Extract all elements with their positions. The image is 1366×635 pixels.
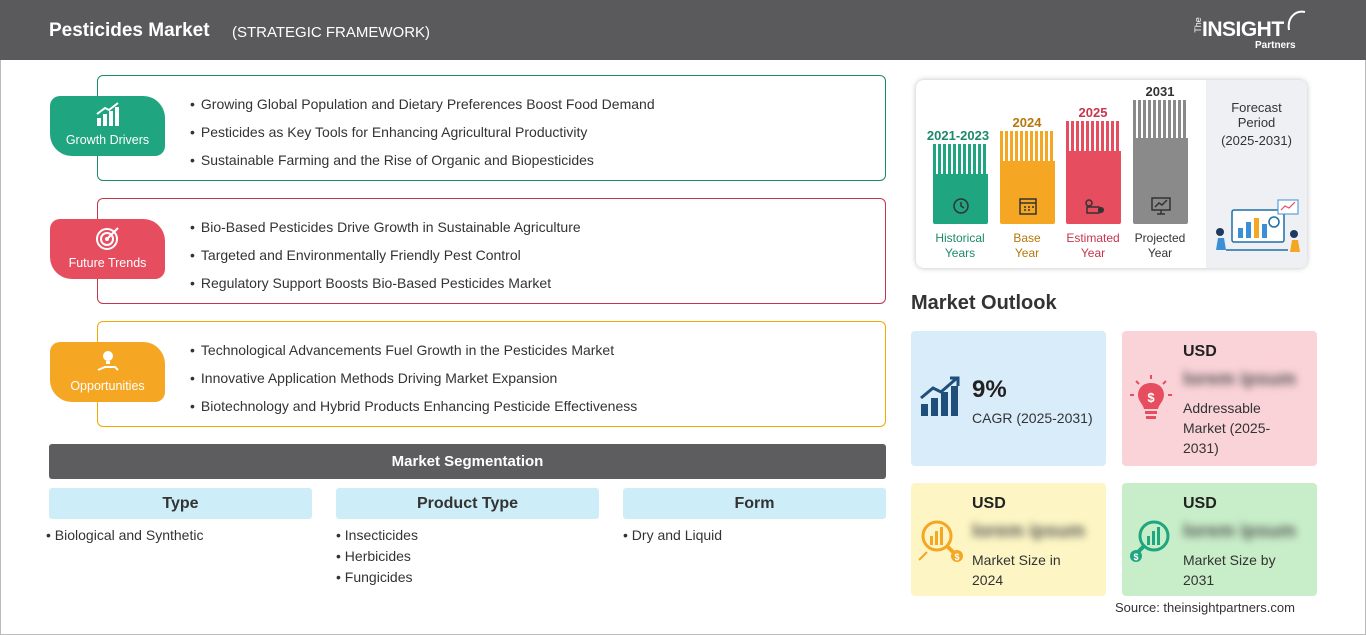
list-item: Targeted and Environmentally Friendly Pe…	[190, 247, 581, 275]
history-icon	[953, 198, 969, 214]
addressable-label: Addressable Market (2025-2031)	[1183, 400, 1271, 456]
list-item: Fungicides	[336, 569, 599, 590]
list-item: Bio-Based Pesticides Drive Growth in Sus…	[190, 219, 581, 247]
forecast-title: Forecast Period (2025-2031)	[1221, 100, 1292, 148]
growth-chart-icon	[920, 376, 960, 416]
projected-bar	[1133, 100, 1188, 224]
currency-label: USD	[1183, 495, 1217, 512]
page-title: Pesticides Market	[49, 20, 210, 41]
insight-partners-logo: The INSIGHT Partners	[1190, 8, 1310, 54]
svg-text:$: $	[1133, 552, 1138, 562]
target-icon	[96, 227, 119, 250]
segment-header: Product Type	[336, 488, 599, 519]
list-item: Dry and Liquid	[623, 527, 886, 548]
list-item: Pesticides as Key Tools for Enhancing Ag…	[190, 124, 655, 152]
growth-drivers-badge: Growth Drivers	[50, 96, 165, 156]
market-size-2024-label: Market Size in 2024	[972, 552, 1061, 588]
calendar-icon	[1019, 198, 1037, 215]
analytics-team-icon	[1216, 199, 1300, 252]
hidden-value: lorem ipsum	[1183, 369, 1296, 390]
estimated-bar	[1066, 121, 1121, 224]
forecast-period-panel: Forecast Period (2025-2031)	[1206, 80, 1307, 268]
badge-label: Growth Drivers	[65, 133, 150, 147]
svg-text:$: $	[1147, 390, 1155, 405]
source-credit: Source: theinsightpartners.com	[1115, 600, 1295, 615]
market-size-2031-card: $ USD lorem ipsum Market Size by 2031	[1122, 483, 1317, 596]
presentation-icon	[1151, 197, 1171, 215]
year-label: 2024	[1012, 115, 1042, 130]
hidden-value: lorem ipsum	[1183, 521, 1296, 542]
list-item: Sustainable Farming and the Rise of Orga…	[190, 152, 655, 180]
opportunities-badge: Opportunities	[50, 342, 165, 402]
list-item: Biotechnology and Hybrid Products Enhanc…	[190, 398, 637, 426]
badge-label: Opportunities	[70, 379, 145, 393]
future-trends-badge: Future Trends	[50, 219, 165, 279]
base-bar	[1000, 131, 1055, 224]
future-trends-box: Bio-Based Pesticides Drive Growth in Sus…	[97, 198, 886, 304]
estimate-icon	[1085, 199, 1104, 214]
list-item: Regulatory Support Boosts Bio-Based Pest…	[190, 275, 581, 303]
hidden-value: lorem ipsum	[972, 521, 1085, 542]
year-label: 2031	[1145, 84, 1175, 99]
magnifier-chart-icon: $	[1130, 520, 1170, 562]
year-label: 2021-2023	[926, 128, 990, 143]
segment-header: Form	[623, 488, 886, 519]
logo-swoosh-icon	[1287, 10, 1306, 31]
page-subtitle: (STRATEGIC FRAMEWORK)	[232, 24, 431, 41]
opportunities-box: Technological Advancements Fuel Growth i…	[97, 321, 886, 427]
cagr-label: CAGR (2025-2031)	[972, 410, 1093, 426]
header-bar: Pesticides Market (STRATEGIC FRAMEWORK) …	[0, 0, 1366, 60]
growth-chart-icon	[96, 102, 119, 126]
cagr-card: 9% CAGR (2025-2031)	[911, 331, 1106, 466]
segment-type: Type Biological and Synthetic	[49, 488, 312, 548]
cagr-value: 9%	[972, 376, 1007, 403]
market-size-2031-label: Market Size by 2031	[1183, 552, 1276, 588]
segment-form: Form Dry and Liquid	[623, 488, 886, 548]
list-item: Insecticides	[336, 527, 599, 548]
list-item: Herbicides	[336, 548, 599, 569]
list-item: Innovative Application Methods Driving M…	[190, 370, 637, 398]
money-bulb-icon: $	[1130, 375, 1172, 419]
list-item: Biological and Synthetic	[46, 527, 312, 548]
svg-text:$: $	[954, 552, 959, 562]
segmentation-title: Market Segmentation	[49, 444, 886, 479]
growth-drivers-box: Growing Global Population and Dietary Pr…	[97, 75, 886, 181]
year-label: 2025	[1078, 105, 1108, 120]
magnifier-chart-icon: $	[918, 520, 963, 562]
segment-product-type: Product Type Insecticides Herbicides Fun…	[336, 488, 599, 590]
currency-label: USD	[972, 495, 1006, 512]
lightbulb-hand-icon	[97, 351, 119, 371]
segment-header: Type	[49, 488, 312, 519]
list-item: Technological Advancements Fuel Growth i…	[190, 342, 637, 370]
currency-label: USD	[1183, 343, 1217, 360]
market-size-2024-card: $ USD lorem ipsum Market Size in 2024	[911, 483, 1106, 596]
historical-bar	[933, 144, 988, 224]
list-item: Growing Global Population and Dietary Pr…	[190, 96, 655, 124]
badge-label: Future Trends	[68, 256, 147, 270]
addressable-market-card: $ USD lorem ipsum Addressable Market (20…	[1122, 331, 1317, 466]
market-outlook-title: Market Outlook	[911, 292, 1057, 314]
